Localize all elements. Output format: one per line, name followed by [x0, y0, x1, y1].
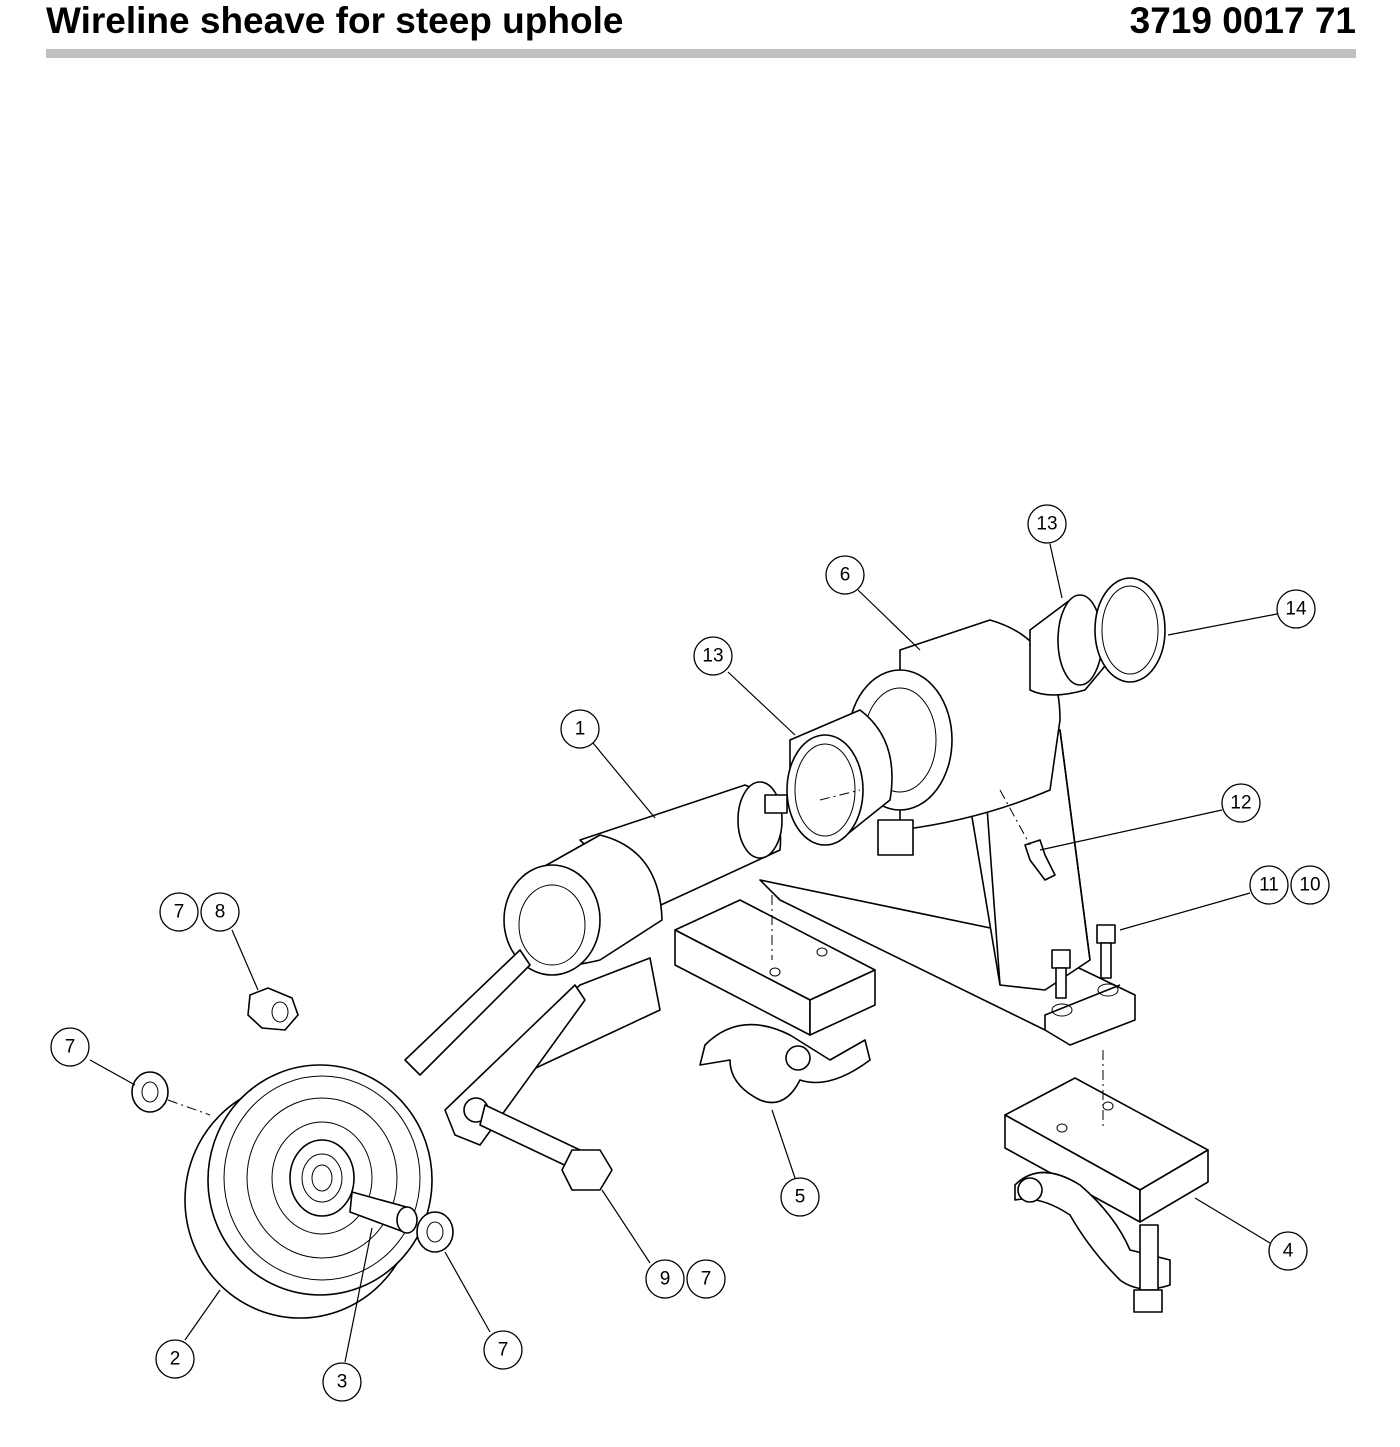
main-housing	[786, 577, 1166, 881]
callout-13-right: 13	[1027, 504, 1067, 544]
arm-tube	[404, 781, 788, 1146]
callout-9: 9	[645, 1259, 685, 1299]
page-title: Wireline sheave for steep uphole	[46, 0, 624, 41]
svg-text:13: 13	[1036, 514, 1057, 535]
svg-text:3: 3	[337, 1372, 348, 1393]
callout-8: 8	[200, 892, 240, 932]
svg-text:7: 7	[65, 1037, 76, 1058]
svg-text:12: 12	[1230, 793, 1251, 814]
svg-text:9: 9	[660, 1269, 671, 1290]
callout-14: 14	[1276, 589, 1316, 629]
callout-6: 6	[825, 555, 865, 595]
center-lines	[167, 789, 1104, 1130]
part-number: 3719 0017 71	[1129, 0, 1356, 41]
clamp-4	[1004, 1077, 1209, 1313]
svg-text:4: 4	[1283, 1241, 1294, 1262]
svg-text:5: 5	[795, 1187, 806, 1208]
svg-text:11: 11	[1259, 875, 1279, 896]
svg-text:1: 1	[575, 719, 586, 740]
callout-12: 12	[1221, 783, 1261, 823]
callout-2: 2	[155, 1339, 195, 1379]
callout-7-washer-right: 7	[483, 1330, 523, 1370]
callout-13-left: 13	[693, 636, 733, 676]
header-rule	[46, 49, 1356, 58]
callout-11: 11	[1249, 865, 1289, 905]
svg-text:8: 8	[215, 902, 226, 923]
svg-text:7: 7	[174, 902, 185, 923]
callout-4: 4	[1268, 1231, 1308, 1271]
callout-5: 5	[780, 1177, 820, 1217]
svg-text:7: 7	[701, 1269, 712, 1290]
page-header: Wireline sheave for steep uphole 3719 00…	[46, 0, 1356, 60]
callout-1: 1	[560, 709, 600, 749]
svg-text:14: 14	[1285, 599, 1307, 620]
callout-10: 10	[1290, 865, 1330, 905]
callout-7-bolt: 7	[686, 1259, 726, 1299]
svg-text:10: 10	[1299, 875, 1320, 896]
svg-text:6: 6	[840, 565, 851, 586]
leader-lines	[89, 543, 1278, 1363]
sheave-wheel	[131, 987, 454, 1319]
svg-text:2: 2	[170, 1349, 181, 1370]
callout-7-nut: 7	[159, 892, 199, 932]
svg-text:7: 7	[498, 1340, 509, 1361]
pivot-bolt	[479, 1104, 613, 1191]
clamp-5	[674, 899, 876, 1104]
callout-7-washer-left: 7	[50, 1027, 90, 1067]
callout-3: 3	[322, 1362, 362, 1402]
svg-text:13: 13	[702, 646, 723, 667]
